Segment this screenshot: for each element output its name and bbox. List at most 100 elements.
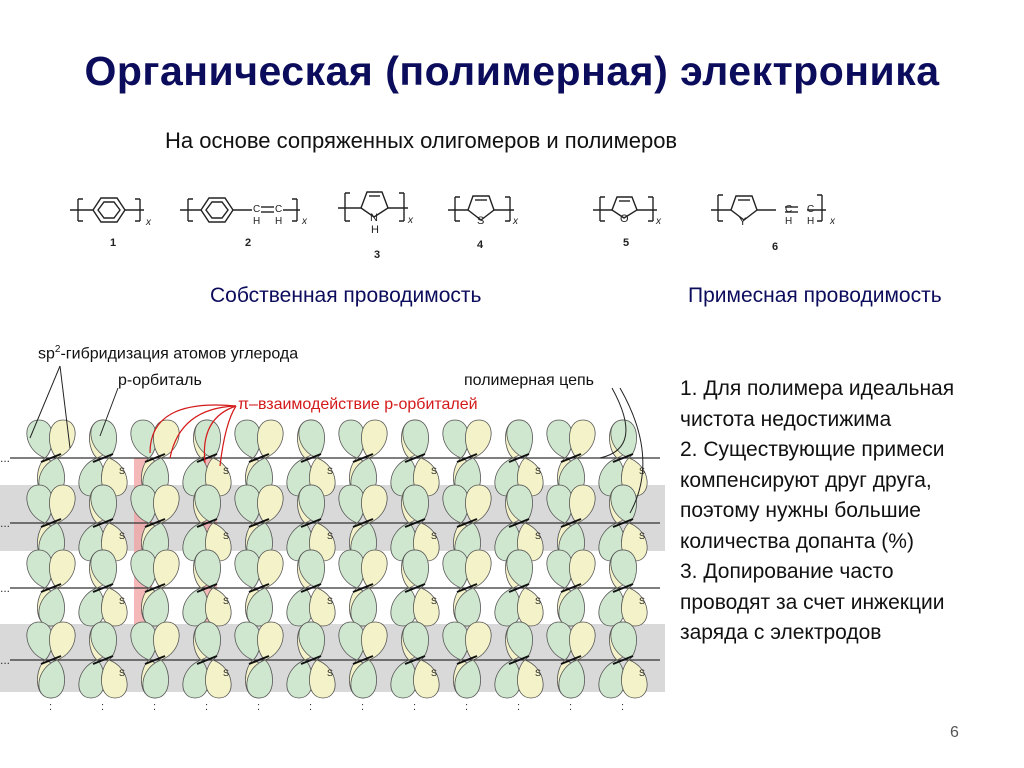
- bond-bold: [196, 518, 218, 528]
- p-orbital-lobe: [546, 549, 573, 589]
- bond-bold: [508, 655, 530, 665]
- p-orbital-lobe: [298, 549, 325, 589]
- p-orbital-lobe: [101, 659, 128, 699]
- p-orbital-lobe: [182, 587, 209, 627]
- p-orbital-lobe: [546, 419, 573, 459]
- p-orbital-lobe: [569, 621, 596, 661]
- sulfur-atom: S: [223, 466, 229, 476]
- note-line: заряда с электродов: [680, 621, 882, 644]
- continuation-dots: :: [569, 701, 572, 713]
- bond-bold: [612, 583, 634, 593]
- impurity-conductivity-heading: Примесная проводимость: [688, 284, 942, 307]
- continuation-dots: :: [361, 701, 364, 713]
- p-orbital-lobe: [402, 419, 429, 459]
- structure-2-ppv: [180, 197, 300, 223]
- bond-bold: [144, 583, 166, 593]
- p-orbital-lobe: [569, 549, 596, 589]
- p-orbital-lobe: [442, 419, 469, 459]
- bond-bold: [300, 518, 322, 528]
- bond-bold: [612, 453, 634, 463]
- bond-bold: [404, 518, 426, 528]
- p-orbital-lobe: [194, 419, 221, 459]
- continuation-dots: :: [257, 701, 260, 713]
- structure-6-heteroarylene-vinylene: [711, 194, 826, 222]
- p-orbital-lobe: [454, 587, 481, 627]
- p-orbital-lobe: [38, 659, 65, 699]
- p-orbital-lobe: [101, 587, 128, 627]
- p-orbital-lobe: [598, 587, 625, 627]
- structure-4-polythiophene: [448, 195, 514, 222]
- repeat-label: x: [145, 217, 152, 228]
- structure-number: 1: [110, 237, 116, 249]
- p-orbital-lobe: [610, 419, 637, 459]
- polymer-chain-label: полимерная цепь: [464, 372, 595, 389]
- bond-bold: [196, 453, 218, 463]
- p-orbital-lobe: [257, 549, 284, 589]
- bond-bold: [508, 453, 530, 463]
- bond-bold: [248, 518, 270, 528]
- repeat-label: x: [655, 216, 662, 227]
- vinyl-h: H: [785, 216, 792, 227]
- p-orbital-lobe: [153, 484, 180, 524]
- bond-bold: [456, 655, 478, 665]
- p-orbital-lobe: [558, 587, 585, 627]
- structure-number: 5: [623, 237, 629, 249]
- p-orbital-lobe: [194, 484, 221, 524]
- p-orbital-lobe: [506, 484, 533, 524]
- bond-bold: [300, 655, 322, 665]
- vinyl-c: C: [275, 204, 282, 215]
- p-orbital-lobe: [402, 621, 429, 661]
- pyrrole-h: H: [371, 224, 379, 236]
- continuation-dots: :: [413, 701, 416, 713]
- p-orbital-lobe: [90, 621, 117, 661]
- sulfur-atom: S: [119, 531, 125, 541]
- p-orbital-lobe: [465, 419, 492, 459]
- annotation-arrow: [599, 387, 627, 459]
- sulfur-atom: S: [119, 466, 125, 476]
- intrinsic-conductivity-heading: Собственная проводимость: [210, 284, 482, 307]
- structure-number: 4: [477, 239, 484, 251]
- p-orbital-lobe: [90, 419, 117, 459]
- p-orbital-lobe: [517, 587, 544, 627]
- bond-bold: [40, 655, 62, 665]
- page-number: 6: [950, 724, 959, 741]
- bond-bold: [404, 583, 426, 593]
- p-orbital-lobe: [286, 587, 313, 627]
- bond-bold: [92, 518, 114, 528]
- continuation-dots: :: [101, 701, 104, 713]
- sulfur-atom: S: [639, 531, 645, 541]
- chain-ellipsis: ...: [0, 653, 10, 667]
- p-orbital-lobe: [413, 659, 440, 699]
- sp2-hybridization-label: sp2-гибридизация атомов углерода: [38, 344, 299, 363]
- p-orbital-label: p-орбиталь: [118, 372, 202, 389]
- pi-arrow: [149, 404, 237, 454]
- p-orbital-lobe: [205, 587, 232, 627]
- sulfur-atom: S: [431, 531, 437, 541]
- thiophene-s: S: [477, 215, 484, 227]
- continuation-dots: :: [153, 701, 156, 713]
- sulfur-atom: S: [639, 466, 645, 476]
- bond-bold: [196, 655, 218, 665]
- p-orbital-lobe: [309, 587, 336, 627]
- sulfur-atom: S: [223, 596, 229, 606]
- bond-bold: [92, 583, 114, 593]
- note-line: поэтому нужны большие: [680, 499, 921, 522]
- bond-bold: [40, 518, 62, 528]
- bond-bold: [560, 583, 582, 593]
- vinyl-c: C: [785, 204, 792, 215]
- p-orbital-lobe: [194, 549, 221, 589]
- vinyl-c: C: [807, 204, 814, 215]
- annotation-arrow: [29, 365, 61, 439]
- impurity-notes: 1. Для полимера идеальная чистота недост…: [680, 374, 1024, 649]
- p-orbital-lobe: [361, 419, 388, 459]
- p-orbital-lobe: [465, 621, 492, 661]
- vinyl-h: H: [807, 216, 814, 227]
- sulfur-atom: S: [223, 531, 229, 541]
- p-orbital-lobe: [390, 587, 417, 627]
- p-orbital-lobe: [142, 587, 169, 627]
- p-orbital-lobe: [205, 659, 232, 699]
- p-orbital-lobe: [130, 419, 157, 459]
- chain-ellipsis: ...: [0, 581, 10, 595]
- sulfur-atom: S: [327, 531, 333, 541]
- pi-arrow: [219, 405, 237, 467]
